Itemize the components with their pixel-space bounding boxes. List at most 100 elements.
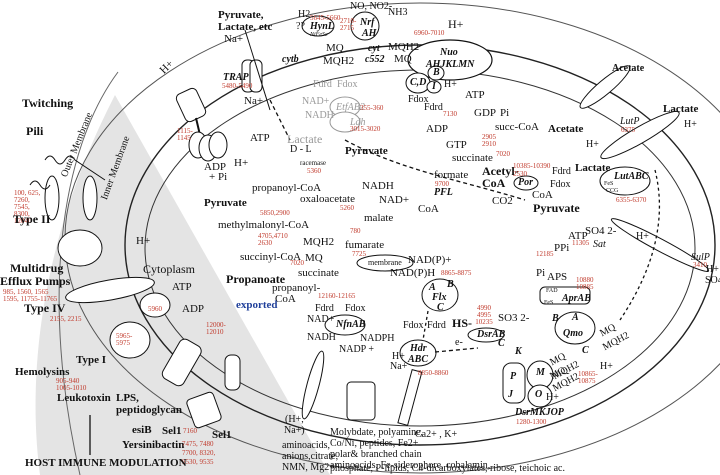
sulp-hplus-out: H+ — [706, 264, 719, 275]
nuo-genes: 6960-7010 — [414, 29, 445, 37]
trap-transporter — [241, 29, 271, 111]
gene-2905: 2905 2910 — [482, 133, 496, 148]
atpase-pi: + Pi — [209, 171, 228, 183]
etf-nadh: NADH — [305, 110, 334, 121]
gene-12000: 12000-12010 — [206, 321, 226, 336]
type4-label: Type IV — [24, 301, 66, 315]
hdr-fdrd: Fdrd — [427, 320, 446, 331]
gene-2530: 2530 — [513, 170, 527, 178]
host-immune-modulation: HOST IMMUNE MODULATION — [25, 457, 187, 469]
lutp-hplus-out: H+ — [684, 119, 697, 130]
nfn-fdox: Fdox — [345, 303, 366, 314]
co2-label: CO2 — [492, 195, 513, 207]
aps-label: APS — [547, 271, 568, 283]
qmo-genes: 10865-10875 — [578, 370, 598, 385]
hdr-label: Hdr — [410, 343, 427, 354]
cytb-label: cytb — [282, 54, 299, 65]
hyn-sub: NiFeSe — [310, 32, 328, 38]
sel-genes-3: 7700, 8320, — [182, 449, 216, 457]
peptidoglycan-label: peptidoglycan — [116, 404, 183, 416]
hdr-fdox: Fdox — [403, 320, 424, 331]
por-fdox: Fdox — [550, 179, 571, 190]
aprab-label: AprAB — [562, 293, 591, 304]
nfn-fdrd: Fdrd — [315, 303, 334, 314]
nfn-nadp: NADP + — [339, 344, 374, 355]
malate-label: malate — [364, 212, 394, 224]
nuo-i — [426, 80, 442, 94]
acetylcoa-label-2: CoA — [482, 176, 506, 190]
lutabc-complex — [599, 166, 651, 196]
hs-label: HS- — [452, 316, 473, 330]
qmo-a: A — [572, 312, 579, 323]
tca-atp: ATP — [465, 89, 485, 101]
gene-4705: 4705,4710 2630 — [258, 232, 288, 247]
apr-fes: FeS — [544, 300, 554, 306]
hdr-e: e- — [455, 337, 463, 348]
racemase-genes: 5360 — [307, 167, 321, 175]
lps-transporter — [161, 338, 202, 387]
trap-genes: 5480-5490 — [222, 82, 253, 90]
ca-k-transporter — [397, 369, 423, 426]
lutabc-genes: 6355-6370 — [616, 196, 647, 204]
lutp-hplus-in: H+ — [586, 139, 599, 150]
nrf-label: Nrf — [360, 17, 375, 28]
lutabc-fes: FeS — [604, 181, 614, 187]
gene-12185: 12185 — [536, 250, 554, 258]
hyn-h2: H2 — [298, 9, 311, 20]
prop-mq: MQ — [305, 252, 323, 264]
abc-substrates-5: phosphate, P-lipids, C4-dicarboxylates, … — [330, 463, 565, 474]
sat-atp: ATP — [568, 230, 588, 242]
membrane-box-label: membrane — [368, 258, 402, 267]
nuo-fdrd: Fdrd — [424, 102, 443, 113]
gene-10385: 10385-10390 — [513, 162, 551, 170]
qmo-b: B — [552, 313, 559, 324]
inner-membrane-outer — [124, 44, 716, 446]
twitching-label: Twitching — [22, 96, 74, 110]
propanoylcoa-bottom: propanoyl- — [272, 282, 321, 294]
etf-nad: NAD+ — [302, 96, 330, 107]
gene-7020-tca: 7020 — [496, 150, 510, 158]
abc-substrates-2: Co/Ni, peptides, Fe2+ — [330, 438, 419, 449]
sel1-label-a: Sel1 — [162, 425, 182, 437]
dsr-m: M — [536, 367, 545, 378]
efflux-pump — [57, 229, 103, 267]
qmo-hplus: H+ — [600, 361, 613, 372]
nuo-hplus-2: H+ — [444, 79, 457, 90]
dsr-j: J — [508, 389, 513, 400]
dsr-genes: 4990 4995 10235 — [475, 304, 493, 326]
dsrab-enzyme — [467, 327, 505, 343]
nuo-i-label: I — [432, 81, 436, 92]
bottom-hplus: H+ — [392, 351, 405, 362]
abc-transporter — [346, 381, 376, 421]
type1-label: Type I — [76, 354, 107, 366]
acetate-transporter — [579, 65, 631, 109]
nrf-label-2: AH — [362, 28, 377, 39]
dsr-so3: SO3 2- — [498, 312, 530, 324]
lps-label: LPS, — [116, 392, 139, 404]
nfn-nadph: NADPH — [360, 333, 395, 344]
dsr-c: C — [498, 338, 505, 349]
type4-secretion — [65, 276, 155, 304]
trap-substrates: Pyruvate, — [218, 9, 264, 21]
sel1-system — [186, 391, 222, 429]
ldh-complex — [329, 111, 361, 133]
dsrmkjop-complex — [502, 360, 554, 408]
tca-succcoa: succ-CoA — [495, 121, 539, 133]
pili-wave — [44, 155, 106, 181]
dsrab-label: DsrAB — [477, 329, 506, 340]
pili-label: Pili — [26, 124, 44, 138]
hyn-label: HynL — [310, 21, 334, 32]
dsr-o: O — [535, 389, 543, 400]
esib-label: esiB — [132, 424, 152, 436]
pili-wave-2 — [29, 180, 51, 190]
hyn-q: ?? — [296, 21, 305, 32]
tca-gdp: GDP — [474, 107, 497, 119]
nfn-nad: NAD+ — [307, 314, 335, 325]
left-adp: ADP — [182, 303, 205, 315]
acetylcoa-label: Acetyl- — [482, 164, 519, 178]
cytoplasm-label: Cytoplasm — [143, 262, 196, 276]
sel1-label-b: Sel1 — [212, 429, 232, 441]
nuo-mqh2: MQH2 — [388, 41, 420, 53]
dsr-p: P — [510, 371, 517, 382]
